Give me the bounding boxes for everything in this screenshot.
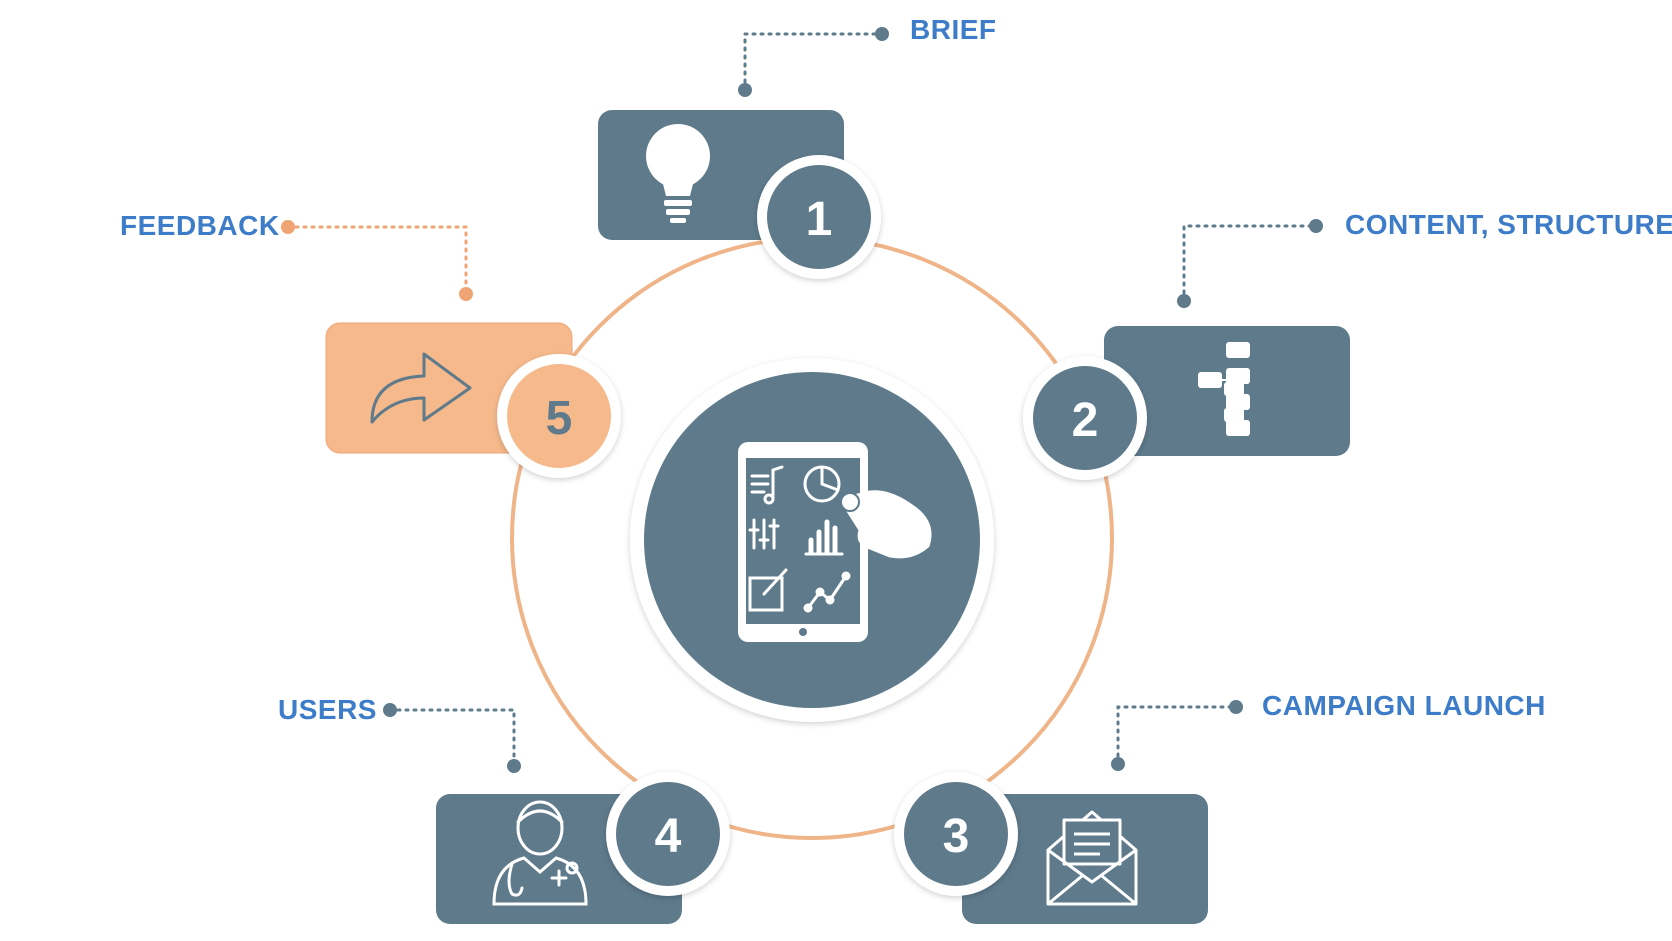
step-4: 4 bbox=[436, 772, 730, 924]
connector-campaign bbox=[1116, 705, 1238, 766]
step-3-number: 3 bbox=[943, 810, 970, 863]
connector-campaign-dot-end bbox=[1229, 700, 1243, 714]
connector-feedback bbox=[286, 225, 468, 296]
connector-brief-dot-end bbox=[875, 27, 889, 41]
connector-users bbox=[388, 708, 516, 768]
step-4-label: USERS bbox=[278, 694, 377, 725]
step-2-number: 2 bbox=[1072, 394, 1099, 447]
step-1-label: BRIEF bbox=[910, 14, 997, 45]
step-5-label: FEEDBACK bbox=[120, 210, 280, 241]
connector-users-dot-start bbox=[383, 703, 397, 717]
sitemap-icon bbox=[1198, 342, 1250, 436]
step-2-badge bbox=[1033, 366, 1137, 470]
connector-content-dot-end bbox=[1309, 219, 1323, 233]
step-2-label: CONTENT, STRUCTURE bbox=[1345, 209, 1672, 240]
connector-brief bbox=[743, 32, 884, 92]
step-3: 3 bbox=[894, 772, 1208, 924]
center-hub bbox=[630, 358, 994, 722]
step-1-number: 1 bbox=[806, 193, 833, 246]
doctor-icon bbox=[492, 800, 588, 906]
share-arrow-icon bbox=[370, 352, 472, 424]
lightbulb-icon bbox=[646, 124, 710, 223]
connector-content-dot-start bbox=[1177, 294, 1191, 308]
step-5: 5 bbox=[325, 322, 621, 478]
step-1-badge bbox=[767, 165, 871, 269]
step-3-badge bbox=[904, 782, 1008, 886]
step-1: 1 bbox=[598, 110, 881, 279]
step-5-number: 5 bbox=[546, 392, 573, 445]
connector-campaign-dot-start bbox=[1111, 757, 1125, 771]
tablet-dashboard-icon bbox=[738, 442, 932, 642]
step-4-badge bbox=[616, 782, 720, 886]
step-3-label: CAMPAIGN LAUNCH bbox=[1262, 690, 1546, 721]
connector-brief-dot-start bbox=[738, 83, 752, 97]
step-4-number: 4 bbox=[655, 810, 682, 863]
connector-feedback-dot-start bbox=[281, 220, 295, 234]
step-5-badge bbox=[507, 364, 611, 468]
envelope-icon bbox=[1046, 810, 1138, 906]
step-2: 2 bbox=[1023, 326, 1350, 480]
connector-feedback-dot-end bbox=[459, 287, 473, 301]
connector-content bbox=[1182, 224, 1318, 303]
connector-users-dot-end bbox=[507, 759, 521, 773]
